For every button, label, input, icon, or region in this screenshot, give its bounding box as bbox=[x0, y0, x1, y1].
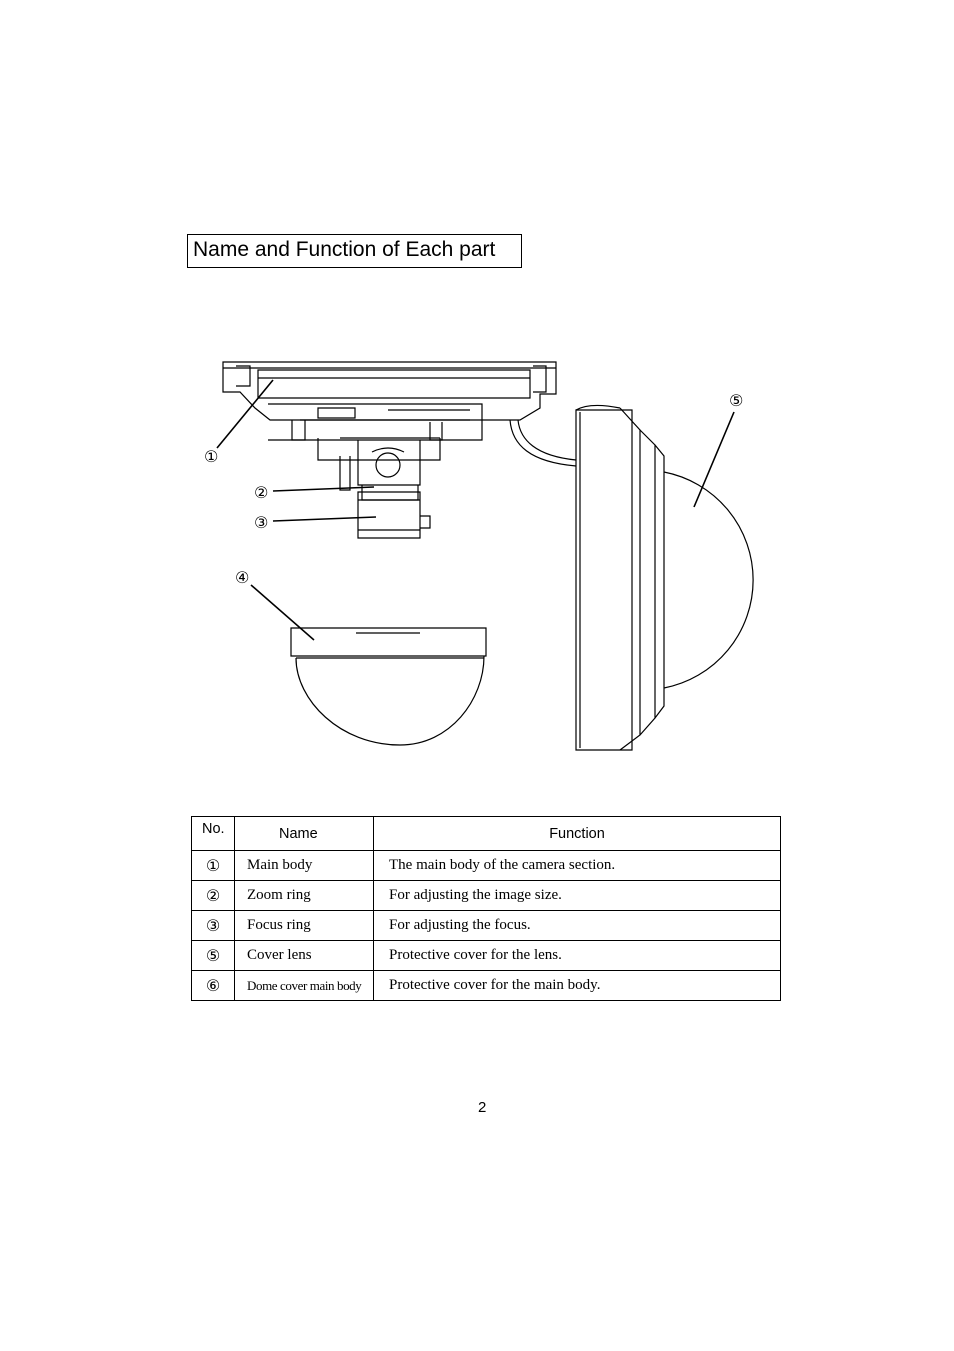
table-row: ② Zoom ring For adjusting the image size… bbox=[191, 880, 781, 911]
row-no: ⑤ bbox=[191, 940, 235, 971]
main-body-drawing bbox=[222, 361, 577, 539]
table-row: ⑤ Cover lens Protective cover for the le… bbox=[191, 940, 781, 971]
header-no: No. bbox=[191, 816, 235, 851]
row-function: Protective cover for the main body. bbox=[373, 970, 781, 1001]
table-row: ③ Focus ring For adjusting the focus. bbox=[191, 910, 781, 941]
callout-3: ③ bbox=[254, 513, 268, 532]
row-name: Cover lens bbox=[234, 940, 374, 971]
section-title-box: Name and Function of Each part bbox=[187, 234, 522, 268]
row-name: Dome cover main body bbox=[234, 970, 374, 1001]
callout-2: ② bbox=[254, 483, 268, 502]
callout-5: ⑤ bbox=[729, 391, 743, 410]
header-name: Name bbox=[234, 816, 374, 851]
row-name: Focus ring bbox=[234, 910, 374, 941]
row-function: For adjusting the image size. bbox=[373, 880, 781, 911]
table-row: ① Main body The main body of the camera … bbox=[191, 850, 781, 881]
parts-table: No. Name Function ① Main body The main b… bbox=[191, 816, 781, 1001]
table-header-row: No. Name Function bbox=[191, 816, 781, 851]
callout-4: ④ bbox=[235, 568, 249, 587]
header-function: Function bbox=[373, 816, 781, 851]
section-title: Name and Function of Each part bbox=[193, 238, 496, 261]
callout-1: ① bbox=[204, 447, 218, 466]
row-no: ③ bbox=[191, 910, 235, 941]
leader-lines bbox=[216, 379, 735, 641]
row-no: ① bbox=[191, 850, 235, 881]
lens-cover-drawing bbox=[290, 627, 487, 746]
row-no: ⑥ bbox=[191, 970, 235, 1001]
row-function: The main body of the camera section. bbox=[373, 850, 781, 881]
row-name: Zoom ring bbox=[234, 880, 374, 911]
table-row: ⑥ Dome cover main body Protective cover … bbox=[191, 970, 781, 1001]
row-function: Protective cover for the lens. bbox=[373, 940, 781, 971]
page-number: 2 bbox=[478, 1099, 487, 1116]
row-name: Main body bbox=[234, 850, 374, 881]
row-no: ② bbox=[191, 880, 235, 911]
row-function: For adjusting the focus. bbox=[373, 910, 781, 941]
dome-cover-drawing bbox=[575, 404, 754, 751]
